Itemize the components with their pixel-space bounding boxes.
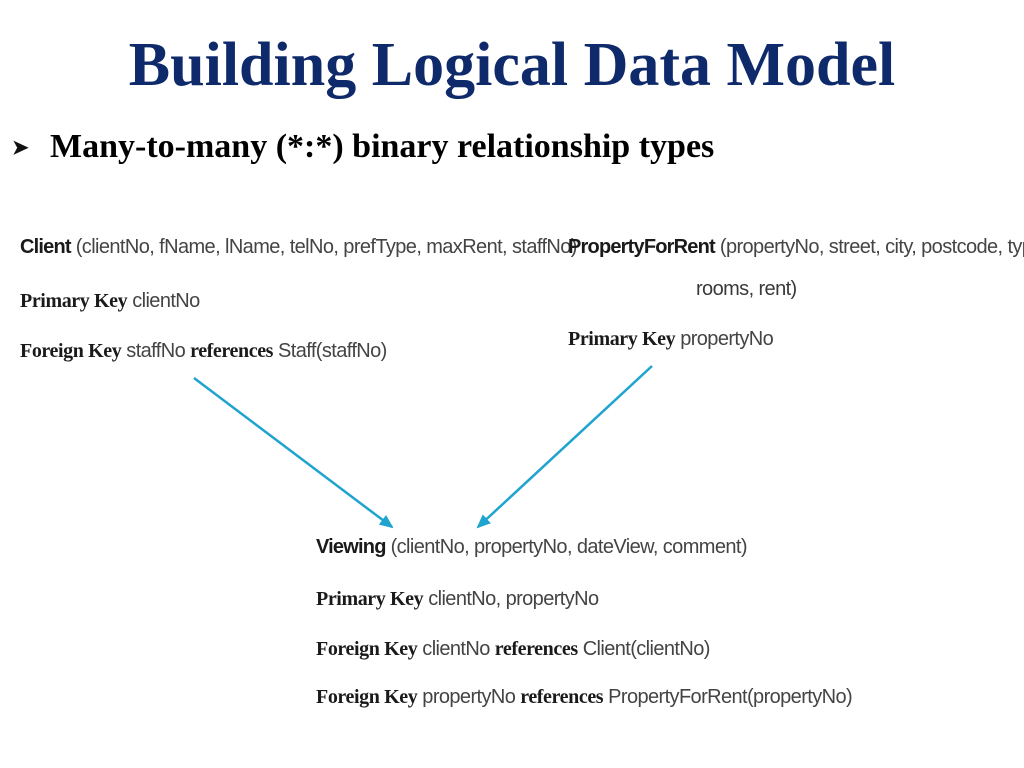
viewing-fk2-label: Foreign Key bbox=[316, 686, 418, 708]
property-name: PropertyForRent bbox=[568, 236, 716, 258]
viewing-fk1-field: clientNo bbox=[422, 638, 490, 660]
arrowhead-bullet-icon: ➤ bbox=[12, 136, 29, 159]
property-pk-value: propertyNo bbox=[680, 328, 774, 350]
viewing-attributes: (clientNo, propertyNo, dateView, comment… bbox=[390, 536, 748, 558]
client-name: Client bbox=[20, 236, 72, 258]
client-header: Client (clientNo, fName, lName, telNo, p… bbox=[20, 236, 577, 259]
client-pk-label: Primary Key bbox=[20, 290, 128, 312]
property-header: PropertyForRent (propertyNo, street, cit… bbox=[568, 236, 1024, 259]
viewing-name: Viewing bbox=[316, 536, 386, 558]
client-to-viewing-arrow-icon bbox=[193, 377, 394, 529]
client-fk-label: Foreign Key bbox=[20, 340, 122, 362]
viewing-fk2-target: PropertyForRent(propertyNo) bbox=[608, 686, 853, 708]
property-attributes-line2: rooms, rent) bbox=[696, 278, 797, 300]
viewing-fk2-field: propertyNo bbox=[422, 686, 516, 708]
viewing-foreign-key-2: Foreign Key propertyNo references Proper… bbox=[316, 686, 853, 709]
viewing-foreign-key-1: Foreign Key clientNo references Client(c… bbox=[316, 638, 710, 661]
property-relation: PropertyForRent (propertyNo, street, cit… bbox=[568, 236, 1024, 366]
property-primary-key: Primary Key propertyNo bbox=[568, 328, 774, 351]
viewing-fk1-target: Client(clientNo) bbox=[582, 638, 711, 660]
client-pk-value: clientNo bbox=[132, 290, 200, 312]
viewing-header: Viewing (clientNo, propertyNo, dateView,… bbox=[316, 536, 747, 559]
client-fk-target: Staff(staffNo) bbox=[278, 340, 387, 362]
viewing-primary-key: Primary Key clientNo, propertyNo bbox=[316, 588, 599, 611]
bullet-item: ➤ Many-to-many (*:*) binary relationship… bbox=[12, 124, 714, 170]
client-fk-field: staffNo bbox=[126, 340, 186, 362]
viewing-fk1-references-label: references bbox=[494, 638, 578, 660]
viewing-pk-label: Primary Key bbox=[316, 588, 424, 610]
viewing-fk1-label: Foreign Key bbox=[316, 638, 418, 660]
client-attributes: (clientNo, fName, lName, telNo, prefType… bbox=[75, 236, 578, 258]
slide-title: Building Logical Data Model bbox=[128, 31, 896, 99]
client-primary-key: Primary Key clientNo bbox=[20, 290, 200, 313]
property-to-viewing-arrow-icon bbox=[476, 365, 653, 529]
client-relation: Client (clientNo, fName, lName, telNo, p… bbox=[20, 236, 577, 376]
viewing-relation: Viewing (clientNo, propertyNo, dateView,… bbox=[316, 536, 853, 726]
property-attributes-line1: (propertyNo, street, city, postcode, typ… bbox=[719, 236, 1024, 258]
client-references-label: references bbox=[190, 340, 274, 362]
client-foreign-key: Foreign Key staffNo references Staff(sta… bbox=[20, 340, 387, 363]
bullet-text: Many-to-many (*:*) binary relationship t… bbox=[50, 128, 715, 165]
viewing-fk2-references-label: references bbox=[520, 686, 604, 708]
viewing-pk-value: clientNo, propertyNo bbox=[428, 588, 599, 610]
property-pk-label: Primary Key bbox=[568, 328, 676, 350]
